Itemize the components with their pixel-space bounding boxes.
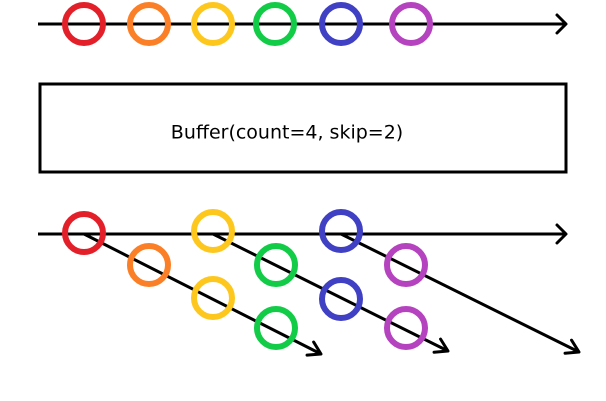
source-marble-yellow — [191, 2, 235, 46]
buffer-arrow-2 — [212, 232, 449, 353]
buffer-1-marble-yellow — [191, 276, 235, 320]
source-timeline-arrowhead — [555, 13, 568, 35]
buffer-3-marble-purple — [384, 243, 428, 287]
output-timeline-arrowhead — [555, 223, 568, 245]
source-marbles — [62, 2, 433, 46]
source-marble-purple — [389, 2, 433, 46]
buffer-2-marble-blue — [319, 277, 363, 321]
buffer-arrow-2-head — [432, 337, 450, 354]
buffer-arrow-3 — [340, 232, 580, 354]
source-marble-green — [253, 2, 297, 46]
buffer-2-marble-yellow — [191, 209, 235, 253]
buffer-arrow-3-head — [563, 338, 581, 355]
source-marble-red — [62, 2, 106, 46]
buffer-arrow-1 — [83, 232, 322, 356]
operator-label: Buffer(count=4, skip=2) — [171, 122, 403, 144]
buffer-arrow-1-head — [305, 340, 323, 357]
source-marble-blue — [319, 2, 363, 46]
buffer-1-marble-orange — [127, 243, 171, 287]
buffer-1-marble-green — [254, 306, 298, 350]
buffer-3-marble-blue — [319, 209, 363, 253]
source-marble-orange — [127, 2, 171, 46]
buffer-arrows — [83, 232, 581, 357]
output-marbles — [62, 209, 428, 350]
buffer-2-marble-green — [254, 243, 298, 287]
buffer-1-marble-red — [62, 211, 106, 255]
operator-box — [38, 82, 568, 174]
buffer-2-marble-purple — [384, 306, 428, 350]
